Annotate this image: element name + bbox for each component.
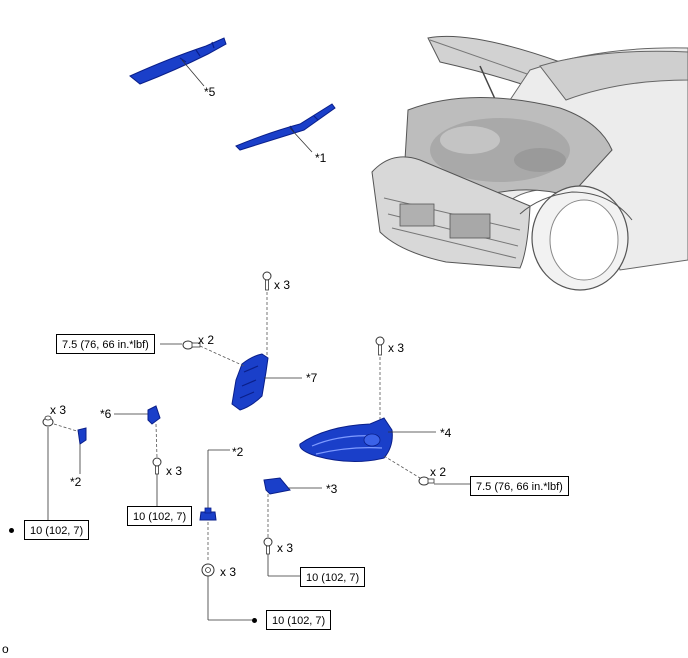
marker-dot-bottom: [252, 618, 257, 623]
nut-icon: [201, 563, 215, 577]
callout-2-center: *2: [232, 445, 244, 459]
callout-6: *6: [100, 407, 112, 421]
bolt-icon: [418, 476, 435, 486]
clip-icon: [42, 415, 54, 427]
bolt-icon: [375, 336, 385, 356]
leader-7-side: [199, 345, 245, 367]
part-7-bracket: [231, 353, 269, 411]
part-4-headlight: [299, 417, 393, 463]
qty-right-top: x 3: [388, 341, 404, 355]
bolt-icon: [263, 537, 273, 555]
callout-2-left: *2: [70, 475, 82, 489]
bolt-icon: [182, 340, 201, 350]
callout-1: *1: [315, 151, 327, 165]
torque-box-left-lower: 10 (102, 7): [24, 520, 90, 540]
qty-right-lower: x 2: [430, 465, 446, 479]
torque-box-right: 7.5 (76, 66 in.*lbf): [470, 476, 569, 496]
callout-7: *7: [306, 371, 318, 385]
torque-box-left-upper: 7.5 (76, 66 in.*lbf): [56, 334, 155, 354]
callout-5: *5: [204, 85, 216, 99]
part-2-left-bracket: [77, 427, 87, 445]
callout-4: *4: [440, 426, 452, 440]
leader-clip-dash: [53, 423, 81, 433]
bolt-icon: [262, 271, 272, 291]
part-6-bracket: [147, 405, 161, 425]
qty-left-clip: x 3: [50, 403, 66, 417]
qty-bottom-nut: x 3: [220, 565, 236, 579]
torque-box-mid: 10 (102, 7): [127, 506, 193, 526]
leader-6-dash: [155, 423, 158, 459]
callout-3: *3: [326, 482, 338, 496]
qty-lower-bolt: x 3: [277, 541, 293, 555]
leader-4-lower: [383, 455, 421, 479]
vehicle-illustration: [371, 35, 688, 291]
torque-box-bottom: 10 (102, 7): [266, 610, 332, 630]
leader-1: [289, 127, 313, 153]
figure-code: o: [2, 642, 9, 656]
bolt-icon: [152, 457, 162, 475]
marker-dot-left-lower: [9, 528, 14, 533]
part-3-bracket: [263, 477, 291, 495]
qty-left-bolt: x 2: [198, 333, 214, 347]
leader-5: [181, 59, 205, 87]
part-1-seal: [235, 103, 336, 151]
qty-mid-bolt: x 3: [166, 464, 182, 478]
qty-top-center: x 3: [274, 278, 290, 292]
torque-box-lower: 10 (102, 7): [300, 567, 366, 587]
part-2-center-bracket: [199, 507, 217, 521]
part-5-seal: [129, 37, 227, 85]
